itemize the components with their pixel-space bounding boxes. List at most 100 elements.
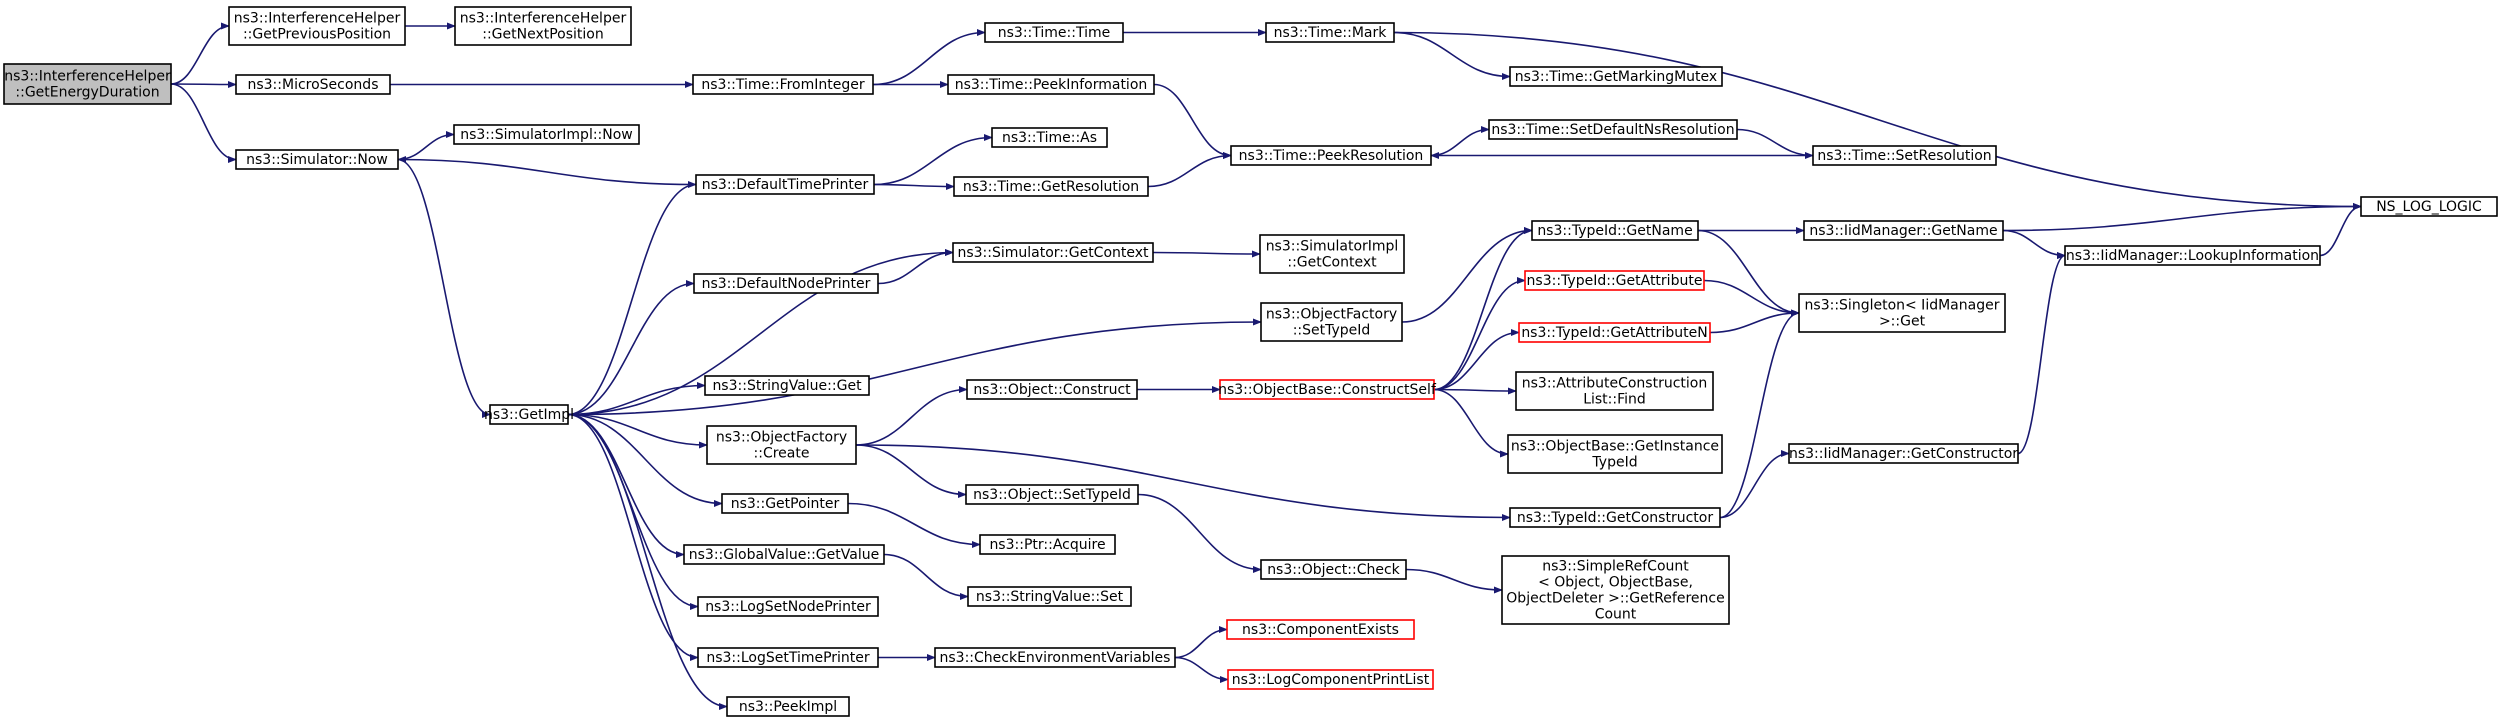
graph-node-objbaseconstructself[interactable]: ns3::ObjectBase::ConstructSelf — [1218, 379, 1437, 400]
edge-line — [1147, 151, 1232, 188]
graph-node-stringvalset[interactable]: ns3::StringValue::Set — [967, 586, 1132, 607]
node-box — [683, 544, 885, 565]
graph-node-setres[interactable]: ns3::Time::SetResolution — [1812, 145, 1997, 166]
edge-line — [170, 83, 237, 164]
graph-node-defnodeprinter[interactable]: ns3::DefaultNodePrinter — [693, 273, 879, 294]
graph-edge — [567, 318, 1262, 416]
graph-node-root[interactable]: ns3::InterferenceHelper::GetEnergyDurati… — [3, 63, 172, 105]
node-box — [2360, 196, 2498, 217]
graph-node-iidgetname[interactable]: ns3::IidManager::GetName — [1803, 220, 2004, 241]
edge-line — [1433, 328, 1520, 391]
graph-node-objfactsettid[interactable]: ns3::ObjectFactory::SetTypeId — [1260, 302, 1403, 342]
graph-node-micro[interactable]: ns3::MicroSeconds — [235, 74, 391, 95]
node-label: ns3::MicroSeconds — [247, 77, 378, 93]
node-label: ns3::AttributeConstruction — [1522, 376, 1707, 392]
graph-node-tidgetconstructor[interactable]: ns3::TypeId::GetConstructor — [1509, 507, 1721, 528]
graph-edge — [883, 553, 969, 601]
graph-node-fromint[interactable]: ns3::Time::FromInteger — [692, 74, 874, 95]
edge-line — [1152, 250, 1261, 258]
node-label: >::Get — [1879, 314, 1926, 330]
node-box — [1798, 293, 2006, 333]
graph-edge — [847, 502, 981, 549]
graph-node-objsettid[interactable]: ns3::Object::SetTypeId — [965, 484, 1139, 505]
graph-node-peekimpl[interactable]: ns3::PeekImpl — [726, 696, 850, 717]
edge-line — [567, 381, 706, 416]
node-label: ns3::Time::As — [1002, 130, 1097, 146]
graph-node-compexists[interactable]: ns3::ComponentExists — [1226, 619, 1415, 640]
graph-node-ptracquire[interactable]: ns3::Ptr::Acquire — [979, 534, 1116, 555]
graph-node-deftimeprinter[interactable]: ns3::DefaultTimePrinter — [695, 174, 875, 195]
edge-line — [1393, 31, 1511, 81]
graph-node-objfactcreate[interactable]: ns3::ObjectFactory::Create — [706, 425, 857, 465]
edge-line — [883, 553, 969, 601]
graph-edge — [1433, 387, 1517, 395]
edge-line — [2002, 202, 2362, 232]
edge-line — [1433, 388, 1509, 458]
edge-line — [397, 158, 491, 419]
graph-node-globalvalget[interactable]: ns3::GlobalValue::GetValue — [683, 544, 885, 565]
edge-line — [567, 413, 699, 662]
node-label: ::GetEnergyDuration — [15, 85, 159, 101]
graph-node-simimplnow[interactable]: ns3::SimulatorImpl::Now — [453, 124, 640, 145]
graph-node-getpointer[interactable]: ns3::GetPointer — [721, 493, 849, 514]
graph-node-objconstruct[interactable]: ns3::Object::Construct — [966, 379, 1138, 400]
node-box — [1531, 220, 1699, 241]
graph-node-tidgetattr[interactable]: ns3::TypeId::GetAttribute — [1524, 270, 1705, 291]
graph-node-timeas[interactable]: ns3::Time::As — [991, 127, 1108, 148]
graph-node-peekres[interactable]: ns3::Time::PeekResolution — [1230, 145, 1432, 166]
graph-edge — [397, 155, 697, 186]
node-box — [966, 379, 1138, 400]
node-box — [953, 176, 1149, 197]
graph-node-logsettime[interactable]: ns3::LogSetTimePrinter — [697, 647, 879, 668]
node-box — [721, 493, 849, 514]
graph-node-ih_prev[interactable]: ns3::InterferenceHelper::GetPreviousPosi… — [228, 6, 406, 46]
graph-node-simplerefcount[interactable]: ns3::SimpleRefCount< Object, ObjectBase,… — [1501, 555, 1730, 625]
graph-node-simnow[interactable]: ns3::Simulator::Now — [235, 149, 399, 170]
graph-node-getres[interactable]: ns3::Time::GetResolution — [953, 176, 1149, 197]
edge-line — [855, 444, 1511, 522]
graph-node-getimpl[interactable]: ns3::GetImpl — [484, 404, 574, 425]
node-label: ns3::Time::GetResolution — [963, 179, 1139, 195]
node-label: ns3::TypeId::GetName — [1537, 223, 1692, 239]
graph-node-checkenv[interactable]: ns3::CheckEnvironmentVariables — [934, 647, 1176, 668]
node-box — [1803, 220, 2004, 241]
graph-node-stringvalget[interactable]: ns3::StringValue::Get — [704, 375, 870, 396]
graph-node-setdefres[interactable]: ns3::Time::SetDefaultNsResolution — [1488, 119, 1738, 140]
graph-node-mark[interactable]: ns3::Time::Mark — [1265, 22, 1395, 43]
graph-edge — [1174, 625, 1228, 659]
graph-edge — [567, 413, 708, 449]
node-label: ns3::Object::Construct — [973, 382, 1131, 398]
graph-node-ih_next[interactable]: ns3::InterferenceHelper::GetNextPosition — [454, 6, 632, 46]
graph-node-ttime[interactable]: ns3::Time::Time — [984, 22, 1124, 43]
node-label: ::GetNextPosition — [482, 27, 604, 43]
graph-node-logcomplist[interactable]: ns3::LogComponentPrintList — [1227, 669, 1434, 690]
graph-node-singleton[interactable]: ns3::Singleton< IidManager >::Get — [1798, 293, 2006, 333]
graph-node-tidgetname[interactable]: ns3::TypeId::GetName — [1531, 220, 1699, 241]
graph-node-simimplctx[interactable]: ns3::SimulatorImpl::GetContext — [1259, 234, 1405, 274]
node-box — [1219, 379, 1435, 400]
edge-line — [567, 413, 723, 508]
node-label: ns3::Object::Check — [1267, 562, 1400, 578]
graph-node-nslog[interactable]: NS_LOG_LOGIC — [2360, 196, 2498, 217]
graph-node-iidlookup[interactable]: ns3::IidManager::LookupInformation — [2064, 245, 2321, 266]
edge-line — [1137, 493, 1262, 574]
node-label: ns3::ObjectFactory — [716, 430, 847, 446]
node-box — [1509, 66, 1723, 87]
edge-line — [567, 413, 685, 559]
graph-node-markmutex[interactable]: ns3::Time::GetMarkingMutex — [1509, 66, 1723, 87]
graph-node-simgetctx[interactable]: ns3::Simulator::GetContext — [952, 242, 1154, 263]
node-box — [1812, 145, 1997, 166]
node-box — [1518, 322, 1711, 343]
node-label: ns3::Singleton< IidManager — [1805, 298, 2000, 314]
node-label: ns3::Time::SetDefaultNsResolution — [1491, 122, 1734, 138]
graph-node-peekinfo[interactable]: ns3::Time::PeekInformation — [947, 74, 1155, 95]
edge-line — [877, 248, 954, 285]
graph-node-logsetnode[interactable]: ns3::LogSetNodePrinter — [697, 596, 879, 617]
node-box — [1227, 669, 1434, 690]
graph-node-tidgetattrn[interactable]: ns3::TypeId::GetAttributeN — [1518, 322, 1711, 343]
graph-node-objcheck[interactable]: ns3::Object::Check — [1260, 559, 1407, 580]
graph-node-iidgetconstructor[interactable]: ns3::IidManager::GetConstructor — [1788, 443, 2019, 464]
edge-line — [847, 502, 981, 549]
